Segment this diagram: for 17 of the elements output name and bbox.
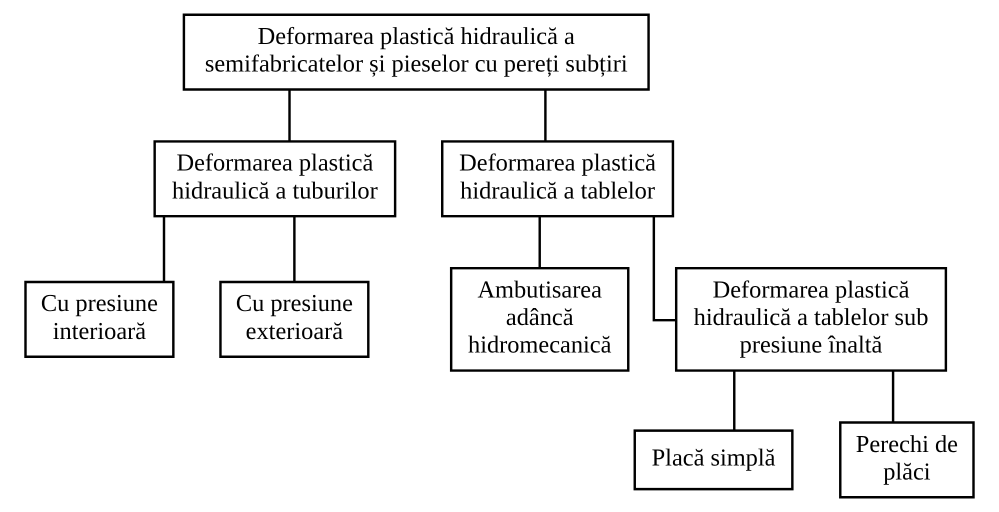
- connector: [544, 90, 547, 142]
- node-box: Cu presiune interioară: [24, 280, 175, 358]
- node-box: Deformarea plastică hidraulică a tuburilor: [153, 140, 396, 218]
- connector: [733, 370, 736, 430]
- connector: [288, 90, 291, 142]
- node-box: Deformarea plastică hidraulică a tablelor sub presiune înaltă: [674, 266, 948, 372]
- node-box: Cu presiune exterioară: [219, 280, 370, 358]
- node-box: Perechi de plăci: [839, 421, 975, 498]
- connector: [892, 370, 894, 422]
- node-box: Deformarea plastică hidraulică a semifabricatelor și pieselor cu pereți subțiri: [182, 14, 650, 91]
- connector: [538, 216, 541, 268]
- connector: [293, 216, 296, 282]
- node-box: Ambutisarea adâncă hidromecanică: [450, 266, 630, 372]
- node-box: Deformarea plastică hidraulică a tablelor: [441, 140, 674, 218]
- connector: [652, 216, 676, 322]
- connector: [162, 216, 166, 282]
- node-box: Placă simplă: [634, 429, 794, 490]
